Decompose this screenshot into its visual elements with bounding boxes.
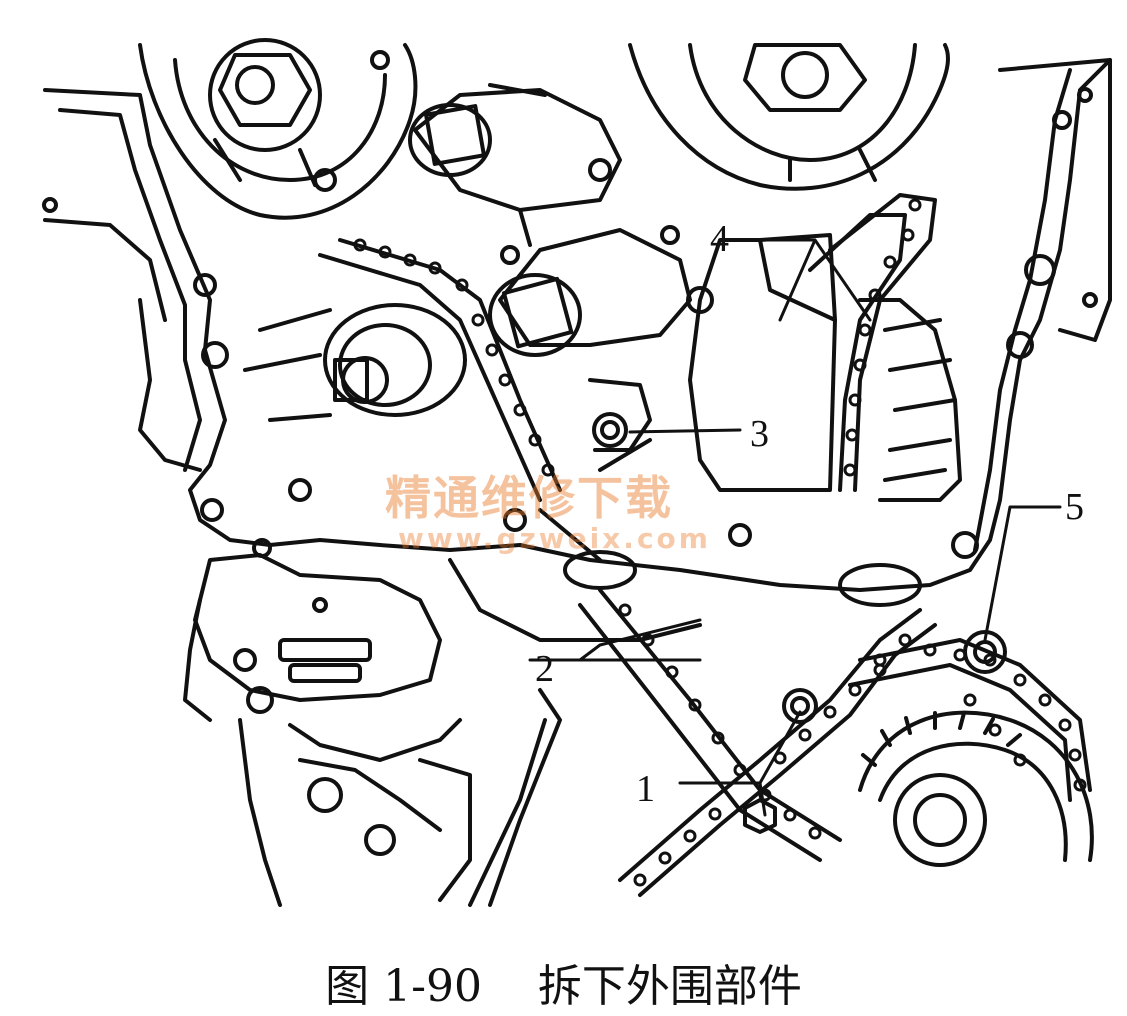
engine-timing-drawing	[42, 38, 1112, 907]
lower-dowels	[563, 550, 922, 607]
callout-4: 4	[710, 218, 729, 260]
left-hub	[243, 303, 467, 422]
callout-3: 3	[750, 413, 769, 455]
callout-leaders	[528, 238, 1062, 817]
callout-1: 1	[636, 768, 655, 810]
middle-phaser	[488, 225, 714, 357]
crank-gear	[743, 630, 1094, 867]
watermark-url: www.gzweix.com	[398, 522, 711, 555]
lower-bracket	[183, 553, 702, 907]
figure-caption: 图 1-90 拆下外围部件	[325, 961, 802, 1012]
inner-case	[588, 233, 962, 502]
left-cam-sprocket	[138, 38, 418, 220]
cover-bolts	[42, 87, 1098, 559]
watermark-text: 精通维修下载	[385, 471, 673, 525]
right-cam-sprocket	[628, 43, 950, 191]
upper-phaser	[408, 83, 622, 247]
callout-2: 2	[535, 648, 554, 690]
callout-5: 5	[1065, 486, 1084, 528]
